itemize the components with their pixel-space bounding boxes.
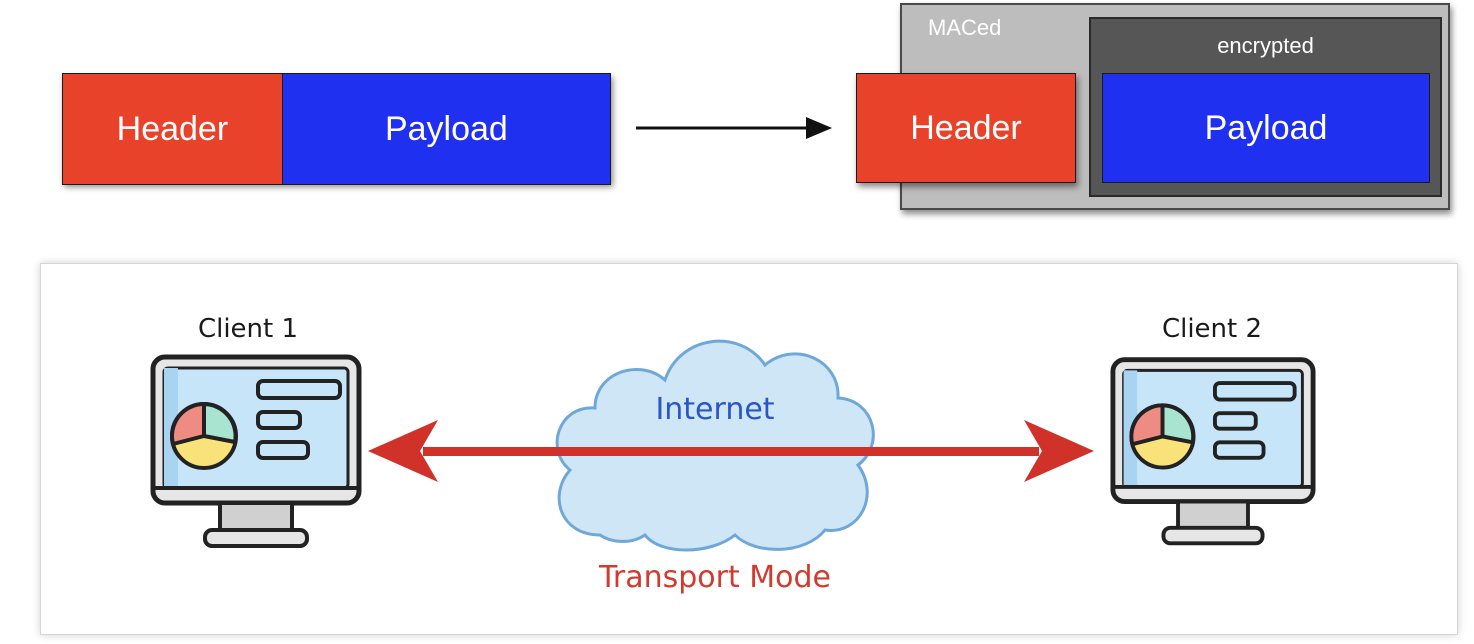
original-payload-block: Payload xyxy=(282,73,611,185)
maced-label: MACed xyxy=(928,15,1002,40)
protected-header-block: Header xyxy=(856,73,1076,183)
client1-monitor-icon xyxy=(150,354,362,548)
client2-monitor-icon xyxy=(1110,357,1316,546)
original-header-block: Header xyxy=(62,73,283,185)
original-packet: Header Payload xyxy=(62,73,611,185)
transport-mode-label: Transport Mode xyxy=(598,560,832,595)
internet-label: Internet xyxy=(655,392,775,427)
protected-payload-block: Payload xyxy=(1102,73,1430,183)
bidirectional-arrow-icon xyxy=(368,420,1094,482)
encrypted-label: encrypted xyxy=(1217,33,1314,58)
client2-label: Client 2 xyxy=(1161,314,1263,344)
transform-arrow-icon xyxy=(636,117,832,139)
client1-label: Client 1 xyxy=(197,314,299,344)
internet-cloud-icon xyxy=(555,339,875,552)
